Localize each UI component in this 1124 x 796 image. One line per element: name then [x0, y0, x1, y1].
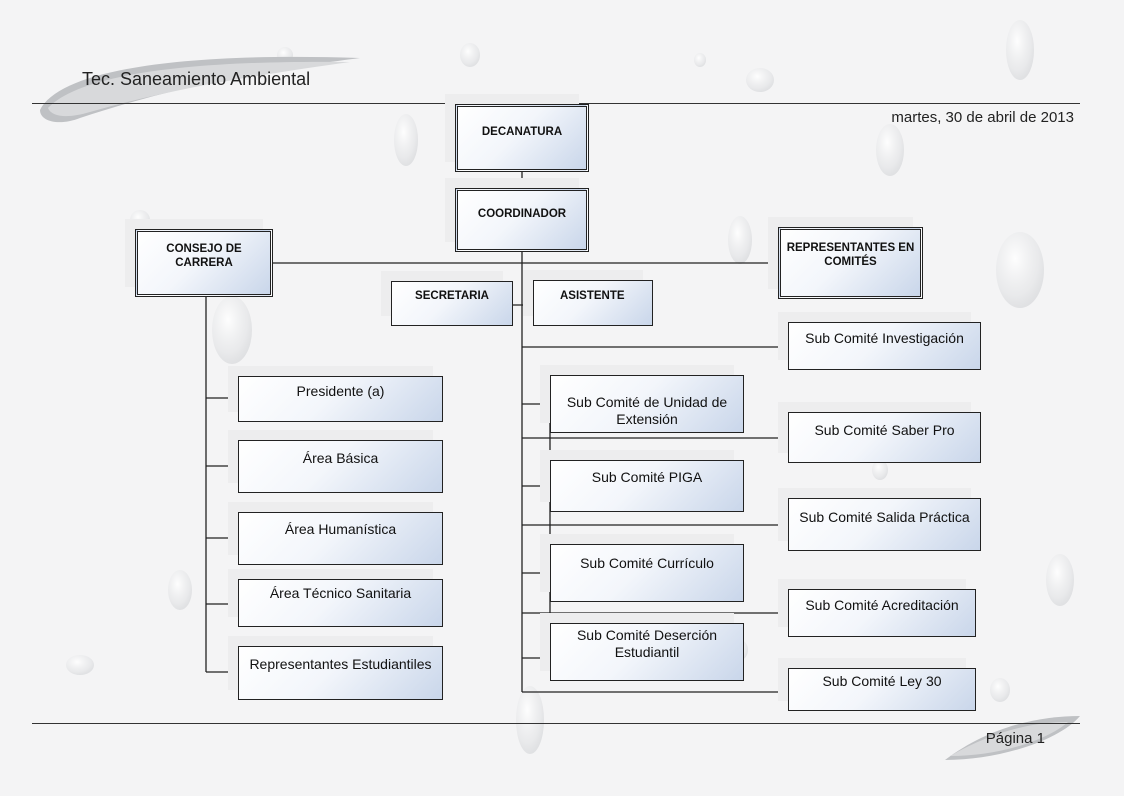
node-label: Sub Comité Deserción Estudiantil — [576, 627, 718, 660]
node-sub-comite-ley-30: Sub Comité Ley 30 — [788, 668, 976, 711]
node-label: Área Humanística — [284, 521, 397, 537]
node-sub-comite-saber-pro: Sub Comité Saber Pro — [788, 412, 981, 463]
node-decanatura: DECANATURA — [455, 104, 589, 172]
node-consejo-de-carrera: CONSEJO DE CARRERA — [135, 229, 273, 297]
header-rule — [32, 103, 1080, 104]
footer-swoosh — [945, 716, 1080, 760]
node-representantes-en-comites: REPRESENTANTES EN COMITÉS — [778, 227, 923, 299]
node-label: Presidente (a) — [296, 383, 385, 399]
node-label: Sub Comité PIGA — [591, 469, 703, 485]
node-coordinador: COORDINADOR — [455, 188, 589, 252]
node-label: Sub Comité Investigación — [805, 330, 964, 346]
node-asistente: ASISTENTE — [533, 280, 653, 326]
node-label: Sub Comité Ley 30 — [822, 673, 942, 689]
node-sub-comite-curriculo: Sub Comité Currículo — [550, 544, 744, 602]
node-label: Sub Comité Currículo — [580, 555, 714, 571]
node-sub-comite-desercion: Sub Comité Deserción Estudiantil — [550, 623, 744, 681]
node-label: Sub Comité Saber Pro — [814, 422, 955, 438]
node-sub-comite-salida-practica: Sub Comité Salida Práctica — [788, 498, 981, 551]
node-sub-comite-investigacion: Sub Comité Investigación — [788, 322, 981, 370]
node-label: REPRESENTANTES EN COMITÉS — [786, 242, 915, 268]
connector-lines — [205, 172, 788, 693]
node-secretaria: SECRETARIA — [391, 281, 513, 326]
header-swoosh — [40, 56, 360, 123]
node-area-humanistica: Área Humanística — [238, 512, 443, 565]
page-title: Tec. Saneamiento Ambiental — [82, 69, 311, 89]
footer-rule — [32, 723, 1080, 724]
node-label: DECANATURA — [481, 126, 563, 138]
node-area-tecnico-sanitaria: Área Técnico Sanitaria — [238, 579, 443, 627]
node-label: Sub Comité Salida Práctica — [799, 509, 970, 525]
node-label: Sub Comité Acreditación — [805, 597, 959, 613]
node-area-basica: Área Básica — [238, 440, 443, 493]
node-label: Área Técnico Sanitaria — [269, 585, 412, 601]
node-label: CONSEJO DE CARRERA — [166, 243, 242, 269]
node-label: SECRETARIA — [415, 290, 489, 302]
node-sub-comite-acreditacion: Sub Comité Acreditación — [788, 589, 976, 637]
node-sub-comite-extension: Sub Comité de Unidad de Extensión — [550, 375, 744, 433]
node-label: Sub Comité de Unidad de Extensión — [566, 394, 728, 427]
page-number: Página 1 — [985, 730, 1045, 747]
node-representantes-estudiantiles: Representantes Estudiantiles — [238, 646, 443, 700]
date-label: martes, 30 de abril de 2013 — [891, 109, 1074, 126]
node-label: Representantes Estudiantiles — [249, 656, 432, 672]
node-label: Área Básica — [302, 450, 379, 466]
node-label: ASISTENTE — [560, 290, 625, 302]
node-sub-comite-piga: Sub Comité PIGA — [550, 460, 744, 512]
node-label: COORDINADOR — [477, 208, 567, 220]
water-drops — [66, 20, 1074, 754]
node-presidente: Presidente (a) — [238, 376, 443, 422]
